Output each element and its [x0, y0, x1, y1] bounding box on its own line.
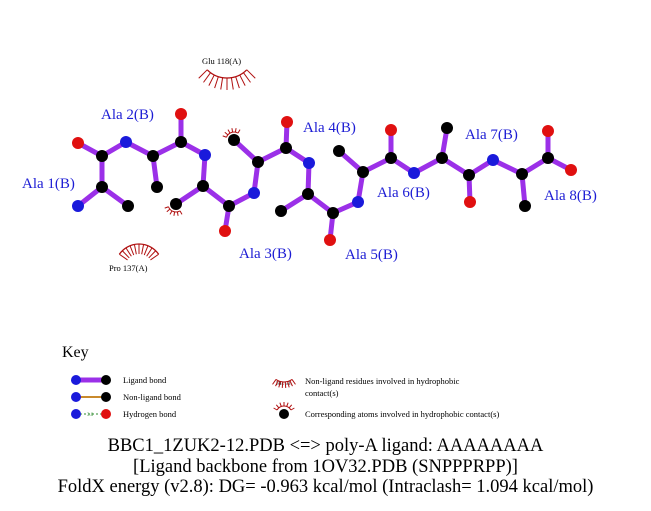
atom-o6 — [385, 124, 397, 136]
atom-o8 — [542, 125, 554, 137]
atom-n8 — [487, 154, 499, 166]
key-hydrogen-bond-label: Hydrogen bond — [123, 409, 177, 419]
key-ligand-bond-label: Ligand bond — [123, 375, 167, 385]
residue-label-ala-1: Ala 1(B) — [22, 176, 75, 192]
atom-ca4 — [252, 156, 264, 168]
atom-cb2 — [151, 181, 163, 193]
atom-cb5 — [275, 205, 287, 217]
hydrophobic-contacts — [118, 69, 256, 261]
residue-label-ala-4: Ala 4(B) — [303, 120, 356, 136]
key-atom-arc — [273, 402, 295, 411]
atom-c5 — [327, 207, 339, 219]
atom-cb8 — [519, 200, 531, 212]
key-hydrophobic-residue-sample: His 53 — [272, 379, 296, 388]
residue-label-ala-2: Ala 2(B) — [101, 107, 154, 123]
key-ligand-bond-sample — [71, 375, 111, 385]
atom-contact-arc-cb3 — [164, 206, 183, 216]
atom-n2 — [120, 136, 132, 148]
atom-oxt — [565, 164, 577, 176]
atom-o3 — [219, 225, 231, 237]
atom-cb6 — [333, 145, 345, 157]
atom-o4 — [281, 116, 293, 128]
atom-n5 — [303, 157, 315, 169]
atom-cb1 — [122, 200, 134, 212]
atom-n4 — [248, 187, 260, 199]
atom-ca1 — [96, 181, 108, 193]
key-hydrophobic-residues-label: Non-ligand residues involved in hydropho… — [305, 376, 460, 386]
atom-c3 — [223, 200, 235, 212]
atom-o1 — [72, 137, 84, 149]
atom-c8 — [542, 152, 554, 164]
key-hydrophobic-atom-sample — [273, 402, 295, 419]
contact-label-glu-118: Glu 118(A) — [202, 56, 241, 66]
atom-n6 — [352, 196, 364, 208]
key-legend: Key Ligand bond Non-ligand bond 3.0 Hydr… — [62, 344, 499, 419]
residue-label-ala-5: Ala 5(B) — [345, 247, 398, 263]
atom-c6 — [385, 152, 397, 164]
atom-cb7 — [441, 122, 453, 134]
caption-line-1: BBC1_1ZUK2-12.PDB <=> poly-A ligand: AAA… — [107, 436, 544, 456]
key-hydrophobic-atoms-label: Corresponding atoms involved in hydropho… — [305, 409, 499, 419]
atom-cb3 — [170, 198, 182, 210]
atom-n7 — [408, 167, 420, 179]
atom-ca6 — [357, 166, 369, 178]
atom-ca3 — [197, 180, 209, 192]
key-non-ligand-bond-sample — [71, 392, 111, 402]
contact-arc-glu-118 — [198, 69, 256, 90]
key-his-example: His 53 — [276, 381, 291, 387]
ligand-atoms — [72, 108, 577, 246]
caption-line-2: [Ligand backbone from 1OV32.PDB (SNPPPRP… — [133, 457, 518, 477]
residue-label-ala-8: Ala 8(B) — [544, 188, 597, 204]
atom-ca8 — [516, 168, 528, 180]
residue-label-ala-3: Ala 3(B) — [239, 246, 292, 262]
atom-n3 — [199, 149, 211, 161]
residue-label-ala-7: Ala 7(B) — [465, 127, 518, 143]
key-hydrophobic-residues-label-2: contact(s) — [305, 388, 339, 398]
contact-arc-pro-137 — [118, 243, 160, 261]
atom-o5 — [324, 234, 336, 246]
caption-line-3: FoldX energy (v2.8): DG= -0.963 kcal/mol… — [57, 477, 594, 497]
key-non-ligand-bond-label: Non-ligand bond — [123, 392, 182, 402]
key-residue-arc — [272, 379, 296, 388]
key-hydrogen-bond-sample: 3.0 — [71, 409, 111, 419]
key-hbond-length: 3.0 — [87, 413, 94, 418]
atom-o7 — [464, 196, 476, 208]
atom-c1 — [96, 150, 108, 162]
atom-c4 — [280, 142, 292, 154]
atom-ca5 — [302, 188, 314, 200]
atom-c2 — [175, 136, 187, 148]
atom-o2 — [175, 108, 187, 120]
atom-n1 — [72, 200, 84, 212]
residue-label-ala-6: Ala 6(B) — [377, 185, 430, 201]
atom-cb4 — [228, 134, 240, 146]
key-title: Key — [62, 344, 89, 361]
atom-ca2 — [147, 150, 159, 162]
atom-contact-arc-cb4 — [222, 128, 241, 138]
atom-ca7 — [436, 152, 448, 164]
atom-c7 — [463, 169, 475, 181]
contact-label-pro-137: Pro 137(A) — [109, 263, 148, 273]
